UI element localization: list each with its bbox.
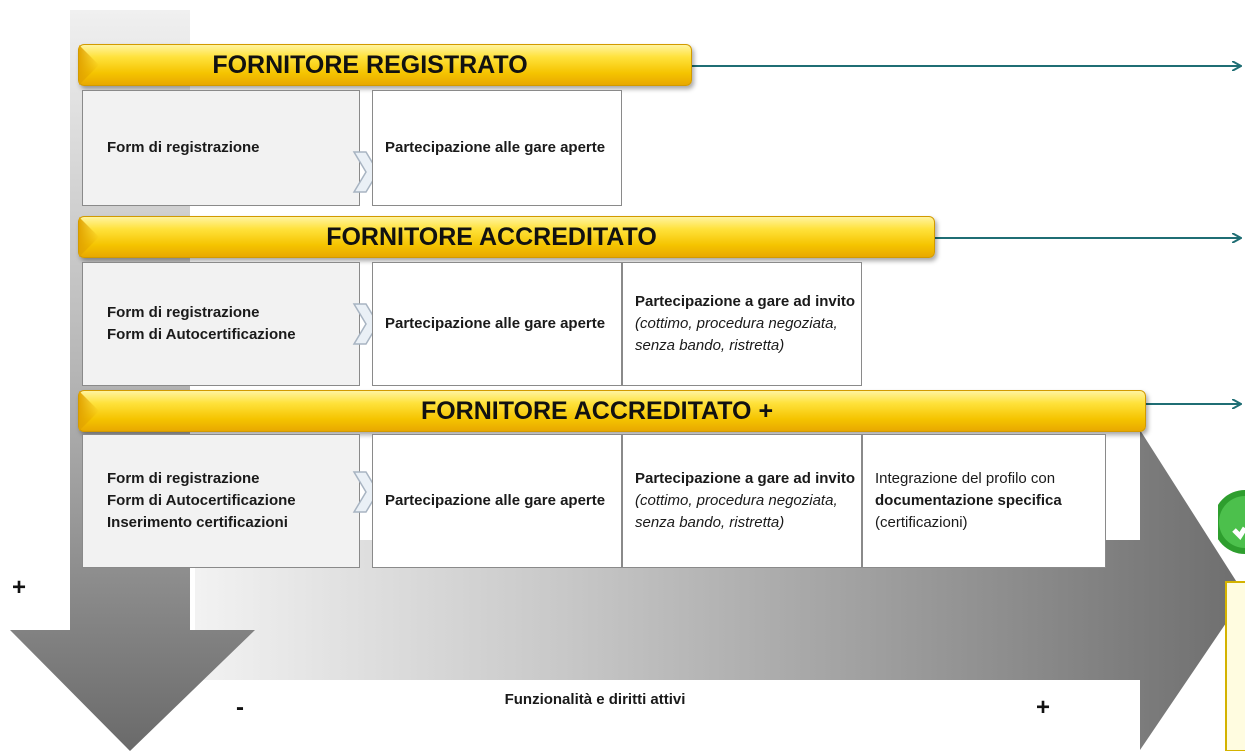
profile-integration-bold: documentazione specifica xyxy=(875,492,1062,509)
tier-title: FORNITORE ACCREDITATO + xyxy=(420,396,774,425)
requirement-item: Form di Autocertificazione xyxy=(107,492,296,509)
tier-banner-registrato: FORNITORE REGISTRATO xyxy=(78,44,692,86)
requirement-item: Form di registrazione xyxy=(107,139,260,156)
invited-tenders-title: Partecipazione a gare ad invito xyxy=(635,470,856,487)
invited-tenders-title: Partecipazione a gare ad invito xyxy=(635,293,856,310)
requirements-cell: Form di registrazione xyxy=(82,90,360,206)
requirement-item: Form di registrazione xyxy=(107,304,260,321)
tier-title: FORNITORE ACCREDITATO xyxy=(326,222,657,251)
profile-integration-pre: Integrazione del profilo con xyxy=(875,470,1056,487)
tier-banner-accreditato: FORNITORE ACCREDITATO xyxy=(78,216,935,258)
open-tenders-text: Partecipazione alle gare aperte xyxy=(385,139,606,156)
horizontal-axis-minus: - xyxy=(236,694,244,721)
horizontal-axis-label: Funzionalità e diritti attivi xyxy=(504,691,686,708)
open-tenders-cell: Partecipazione alle gare aperte xyxy=(372,262,622,386)
requirements-cell: Form di registrazione Form di Autocertif… xyxy=(82,262,360,386)
profile-integration-cell: Integrazione del profilo con documentazi… xyxy=(862,434,1106,568)
tier-banner-accreditato-plus: FORNITORE ACCREDITATO + xyxy=(78,390,1146,432)
open-tenders-cell: Partecipazione alle gare aperte xyxy=(372,434,622,568)
vertical-axis-plus: + xyxy=(12,574,27,601)
profile-integration-text: Integrazione del profilo con documentazi… xyxy=(875,468,1105,534)
invited-tenders-cell: Partecipazione a gare ad invito (cottimo… xyxy=(622,262,862,386)
profile-integration-post: (certificazioni) xyxy=(875,514,968,531)
requirements-cell: Form di registrazione Form di Autocertif… xyxy=(82,434,360,568)
invited-tenders-note: (cottimo, procedura negoziata, senza ban… xyxy=(635,315,838,354)
horizontal-progress-arrow xyxy=(195,430,1245,750)
horizontal-axis-plus: + xyxy=(1036,694,1051,721)
requirement-item: Form di registrazione xyxy=(107,470,260,487)
green-check-circle-icon xyxy=(1218,490,1245,751)
tier-title: FORNITORE REGISTRATO xyxy=(212,50,528,79)
invited-tenders-cell: Partecipazione a gare ad invito (cottimo… xyxy=(622,434,862,568)
requirement-item: Form di Autocertificazione xyxy=(107,326,296,343)
requirement-item: Inserimento certificazioni xyxy=(107,514,288,531)
open-tenders-text: Partecipazione alle gare aperte xyxy=(385,492,606,509)
open-tenders-text: Partecipazione alle gare aperte xyxy=(385,315,606,332)
open-tenders-cell: Partecipazione alle gare aperte xyxy=(372,90,622,206)
invited-tenders-note: (cottimo, procedura negoziata, senza ban… xyxy=(635,492,838,531)
